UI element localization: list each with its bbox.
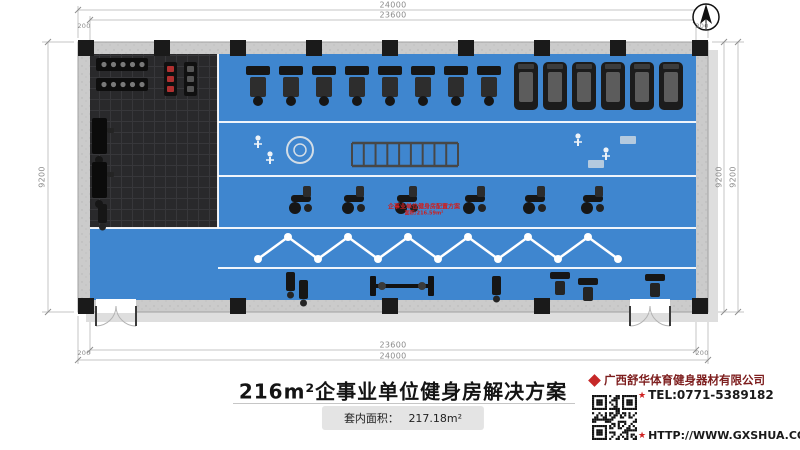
equipment-treadmill: [601, 62, 625, 110]
dim-top-right-wall: 200: [695, 22, 709, 30]
equipment-treadmill: [514, 62, 538, 110]
plan-center-note-line2: 面积:216.59m²: [404, 210, 444, 217]
company-url: ★HTTP://WWW.GXSHUA.COM: [638, 429, 800, 442]
dimension-lines: [42, 6, 744, 364]
equipment-bike: [342, 186, 365, 214]
company-url-text: HTTP://WWW.GXSHUA.COM: [648, 429, 800, 442]
equipment-stretch-icon: [254, 135, 262, 148]
dim-bottom-inner: 23600: [379, 340, 407, 350]
qr-code: [592, 395, 637, 440]
equipment-machine: [378, 66, 402, 106]
equipment-machine: [477, 66, 501, 106]
equipment-treadmill: [630, 62, 654, 110]
columns: [78, 40, 708, 314]
equipment-bike: [463, 186, 486, 214]
equipment-treadmill: [543, 62, 567, 110]
doors: [95, 299, 671, 327]
equipment-machine: [444, 66, 468, 106]
equipment-bench: [98, 204, 107, 231]
dim-right-height-b: 9200: [728, 166, 738, 188]
equipment-machine: [312, 66, 336, 106]
plan-center-note-line1: 企事业单位健身房配置方案: [387, 203, 461, 211]
equipment-bike: [581, 186, 604, 214]
company-name-row: 广西舒华体育健身器材有限公司: [588, 372, 765, 388]
equipment-layer: [92, 58, 683, 307]
equipment-ladder: [351, 141, 459, 168]
equipment-round-mat: [286, 136, 314, 164]
dim-bottom-left-wall: 200: [77, 349, 91, 357]
equipment-plate-rack: [164, 62, 177, 96]
equipment-bench: [299, 280, 308, 307]
star-icon: ★: [638, 431, 647, 441]
equipment-stretch-icon: [266, 151, 274, 164]
area-value: 217.18m²: [408, 412, 463, 425]
equipment-rack-long: [370, 276, 434, 296]
star-icon: ★: [638, 391, 647, 401]
page-title: 216m²企事业单位健身房解决方案: [238, 379, 568, 404]
dim-top-left-wall: 200: [77, 22, 91, 30]
agility-zigzag-marking: [254, 233, 622, 263]
equipment-dumbbell-rack: [96, 58, 148, 71]
equipment-stretch-icon: [574, 133, 582, 146]
equipment-machine-s: [550, 272, 570, 295]
company-tel-text: TEL:0771-5389182: [648, 388, 774, 402]
dim-bottom-outer: 24000: [379, 351, 407, 361]
equipment-treadmill: [572, 62, 596, 110]
equipment-bench: [492, 276, 501, 303]
title-underline: [233, 403, 575, 404]
dim-right-height-a: 9200: [714, 166, 724, 188]
north-arrow-icon: [692, 3, 720, 31]
equipment-bike: [395, 186, 418, 214]
company-tel: ★TEL:0771-5389182: [638, 388, 774, 402]
equipment-machine: [246, 66, 270, 106]
equipment-machine-s: [578, 278, 598, 301]
dim-top-inner: 23600: [379, 10, 407, 20]
equipment-machine-s: [645, 274, 665, 297]
equipment-bench: [286, 272, 295, 299]
lane-lines: [90, 54, 696, 269]
equipment-machine: [411, 66, 435, 106]
dim-bottom-right-wall: 200: [695, 349, 709, 357]
equipment-stretch-icon: [602, 147, 610, 160]
equipment-plate-rack2: [184, 62, 197, 96]
company-logo-icon: [588, 373, 601, 387]
dim-left-height: 9200: [37, 166, 47, 188]
equipment-dumbbell-rack: [96, 78, 148, 91]
equipment-machine: [279, 66, 303, 106]
equipment-mat: [620, 136, 636, 144]
area-label: 套内面积：: [343, 412, 399, 425]
equipment-mat: [588, 160, 604, 168]
company-name: 广西舒华体育健身器材有限公司: [604, 373, 765, 387]
dim-top-outer: 24000: [379, 0, 407, 10]
equipment-machine: [345, 66, 369, 106]
equipment-bike: [523, 186, 546, 214]
equipment-wall-machine: [92, 162, 114, 208]
area-box: 套内面积： 217.18m²: [321, 406, 485, 430]
equipment-treadmill: [659, 62, 683, 110]
equipment-bike: [289, 186, 312, 214]
